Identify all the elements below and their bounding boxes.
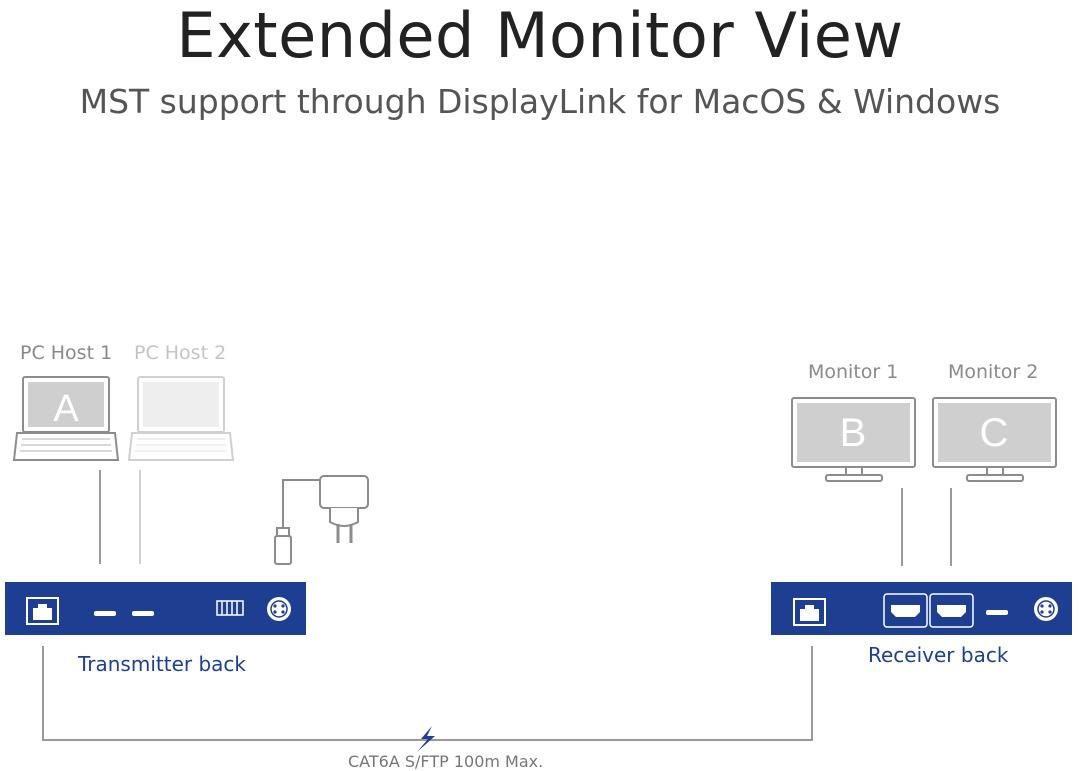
host-1-label: PC Host 1 <box>20 342 113 364</box>
hdmi-port-icon <box>883 593 928 628</box>
cable-label: CAT6A S/FTP 100m Max. <box>348 752 544 771</box>
transmitter-label: Transmitter back <box>78 652 246 676</box>
usb-port-icon <box>986 610 1008 615</box>
hdmi-port-icon <box>929 593 974 628</box>
rj45-port-icon <box>26 597 59 625</box>
host-2-label: PC Host 2 <box>134 342 227 364</box>
monitor-icon-2: C <box>932 397 1057 482</box>
usb-port-icon <box>94 611 154 616</box>
power-port-icon <box>267 597 291 621</box>
laptop-icon-host-1: A <box>12 376 120 461</box>
receiver-label: Receiver back <box>868 643 1009 667</box>
rj45-port-icon <box>793 598 826 626</box>
terminal-block-icon <box>216 600 244 616</box>
transmitter-back-panel <box>5 582 306 635</box>
cat6a-cable <box>42 646 813 741</box>
monitor-icon-1: B <box>791 397 916 482</box>
host-1-letter: A <box>53 388 79 430</box>
monitor-1-letter: B <box>840 411 867 455</box>
page-title: Extended Monitor View <box>176 0 904 72</box>
power-adapter-icon <box>274 475 369 565</box>
page-subtitle: MST support through DisplayLink for MacO… <box>79 82 1001 121</box>
laptop-icon-host-2 <box>127 376 235 461</box>
receiver-back-panel <box>771 582 1072 635</box>
monitor-2-label: Monitor 2 <box>948 361 1039 383</box>
monitor-2-letter: C <box>980 411 1009 455</box>
monitor-1-label: Monitor 1 <box>808 361 899 383</box>
power-port-icon <box>1034 597 1058 621</box>
lightning-bolt-icon <box>417 726 435 752</box>
